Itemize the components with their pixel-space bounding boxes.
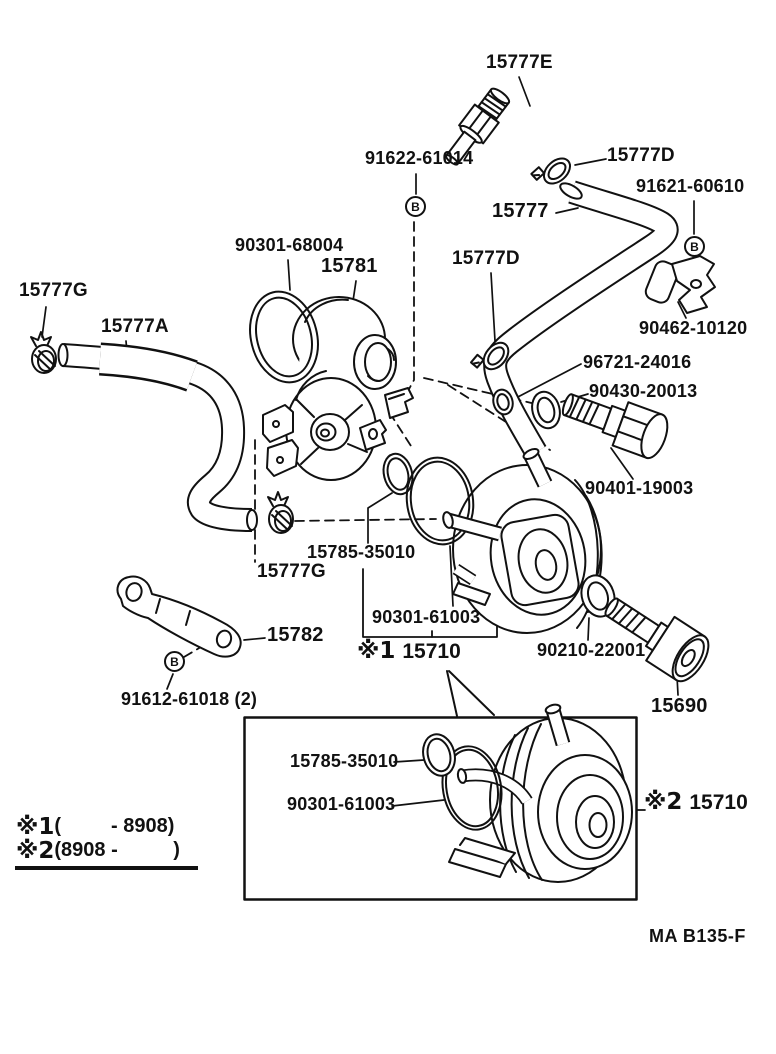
valve-15690-drawing (604, 597, 710, 683)
legend-row-1: ※1( - 8908) (16, 814, 175, 840)
reference-mark-1: ※1 (357, 638, 396, 664)
union-bolt-90401-drawing (561, 393, 669, 460)
part-label-90462-10120: 90462-10120 (639, 318, 748, 338)
fitting-15777e-drawing (445, 87, 511, 166)
b-letter: B (170, 654, 179, 669)
gasket-90301-main-drawing (405, 456, 475, 546)
hose-15777a-drawing (57, 342, 258, 532)
part-label-91622-61014: 91622-61014 (365, 148, 474, 168)
hose-15777-drawing (483, 180, 679, 459)
washer-90430-drawing (531, 390, 561, 430)
inset-callout-arrow (446, 670, 495, 717)
oring-90301-68004-drawing (249, 290, 319, 384)
part-label-15785-35010-main: 15785-35010 (307, 542, 416, 562)
part-label-15777e: 15777E (486, 52, 553, 73)
b-letter: B (690, 239, 699, 254)
water-pump-15781-drawing (262, 296, 414, 481)
part-label-90301-61003-main: 90301-61003 (372, 607, 481, 627)
oil-cooler-main-drawing (452, 448, 603, 634)
circled-b-marker: B (684, 236, 705, 257)
circled-b-marker: B (164, 651, 185, 672)
reference-mark-2: ※2 (644, 789, 683, 815)
hose-clamp-15777g-upper-drawing (30, 331, 57, 374)
oring-96721-drawing (492, 388, 514, 416)
part-label-15690: 15690 (651, 695, 708, 717)
reference-mark-1: ※1 (16, 814, 55, 840)
oil-cooler-inlet-pipe-drawing (442, 511, 502, 542)
part-label-96721-24016: 96721-24016 (583, 352, 692, 372)
part-label-90301-68004: 90301-68004 (235, 235, 344, 255)
legend-underline (15, 866, 198, 870)
part-label-15777d-lower: 15777D (452, 248, 520, 269)
circled-b-marker: B (405, 196, 426, 217)
part-label-91621-60610: 91621-60610 (636, 176, 745, 196)
leader-lines (41, 76, 695, 811)
part-label-15777: 15777 (492, 200, 549, 222)
reference-mark-2: ※2 (16, 838, 55, 864)
part-label-15777g-upper: 15777G (19, 280, 88, 301)
part-label-90401-19003: 90401-19003 (585, 478, 694, 498)
part-label-90430-20013: 90430-20013 (589, 381, 698, 401)
b-letter: B (411, 199, 420, 214)
part-label-15781: 15781 (321, 255, 378, 277)
part-label-91612-61018: 91612-61018 (2) (121, 689, 258, 709)
oil-cooler-inset-drawing (422, 703, 633, 883)
clip-90462-drawing (644, 255, 716, 314)
part-label-15777a: 15777A (101, 316, 169, 337)
washer-90210-drawing (580, 574, 616, 618)
bracket-15782-drawing (116, 575, 242, 658)
legend-row-2: ※2(8908 - ) (16, 838, 180, 864)
drawing-code: MA B135-F (649, 926, 746, 946)
hose-clamp-15777g-lower-drawing (267, 491, 294, 534)
part-label-90210-22001: 90210-22001 (537, 640, 646, 660)
part-label-15777d-upper: 15777D (607, 145, 675, 166)
part-label-15782: 15782 (267, 624, 324, 646)
oring-15785-main-drawing (382, 452, 414, 496)
part-label-15777g-lower: 15777G (257, 561, 326, 582)
part-label-15785-35010-inset: 15785-35010 (290, 751, 399, 771)
inset-box (243, 716, 638, 901)
part-label-90301-61003-inset: 90301-61003 (287, 794, 396, 814)
